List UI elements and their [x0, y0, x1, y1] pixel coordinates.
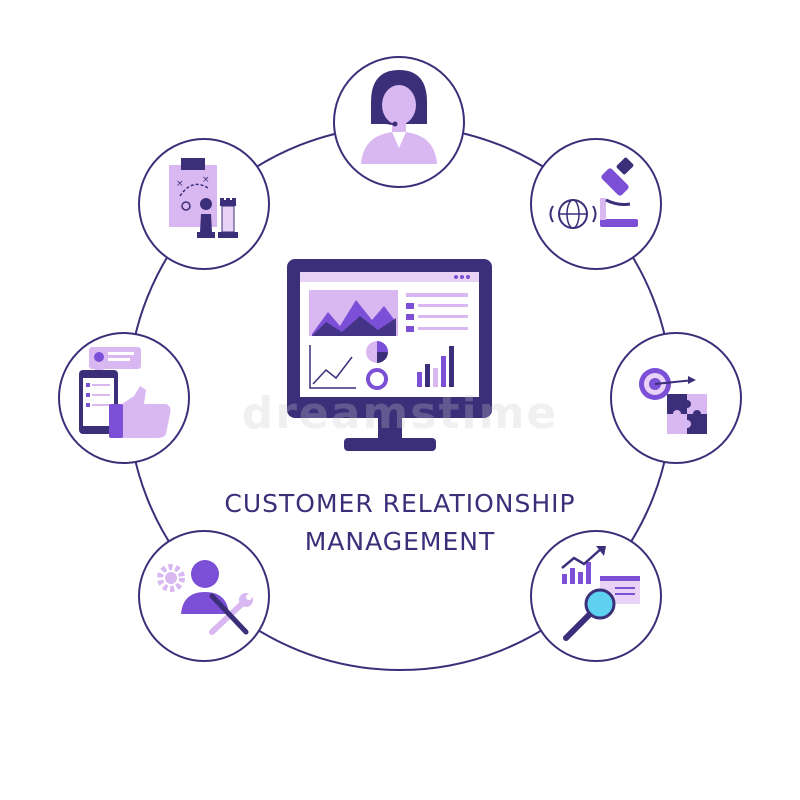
user-settings-tools-icon	[138, 530, 270, 662]
dashboard-monitor-icon	[287, 259, 492, 451]
chess-strategy-plan-icon: × ×	[138, 138, 270, 270]
diagram-title-line-1: CUSTOMER RELATIONSHIP	[224, 489, 576, 518]
target-puzzle-strategy-icon	[610, 332, 742, 464]
diagram-title-line-2: MANAGEMENT	[304, 527, 496, 556]
customer-support-agent-icon	[333, 56, 465, 188]
watermark: dreamstime	[241, 388, 559, 439]
svg-text:×: ×	[202, 175, 210, 185]
analytics-magnifier-icon	[530, 530, 662, 662]
svg-text:×: ×	[176, 179, 184, 189]
mobile-feedback-thumbs-up-icon	[58, 332, 190, 464]
global-research-microscope-icon	[530, 138, 662, 270]
